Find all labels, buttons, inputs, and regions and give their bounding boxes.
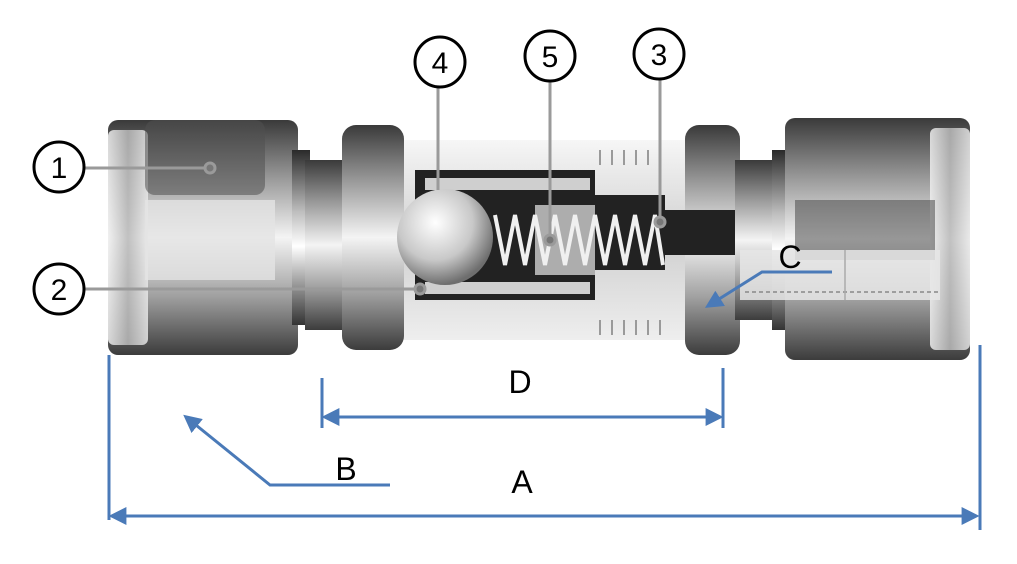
right-nut-face — [930, 128, 970, 350]
center-hex-left — [342, 125, 404, 350]
dimension-c-leader — [704, 270, 832, 308]
dimension-a-label: A — [511, 464, 533, 500]
dimension-c-label: C — [778, 239, 801, 275]
callout-2: 2 — [32, 262, 86, 316]
cavity-lining-top — [425, 178, 590, 190]
ball-icon — [397, 189, 493, 285]
callout-1-label: 1 — [51, 152, 68, 185]
dimension-d-label: D — [508, 364, 531, 400]
spring-icon — [493, 214, 665, 266]
left-nut-face — [108, 130, 148, 345]
dimension-d — [320, 368, 725, 428]
dimension-b-label: B — [335, 451, 356, 487]
callout-5: 5 — [523, 29, 577, 83]
callout-5-label: 5 — [542, 41, 559, 74]
fitting-body — [108, 118, 970, 360]
left-nut-flat-mid — [145, 200, 275, 280]
callout-4-label: 4 — [432, 47, 449, 80]
callout-3: 3 — [632, 27, 686, 81]
callout-3-label: 3 — [651, 39, 668, 72]
callout-2-label: 2 — [51, 274, 68, 307]
dimension-b-leader — [183, 414, 390, 487]
dimension-a — [107, 345, 982, 530]
cavity-lining-bottom — [425, 282, 590, 294]
callout-4: 4 — [413, 35, 467, 89]
callout-leaders — [84, 76, 667, 296]
left-nut-flat-top — [145, 120, 265, 195]
callout-1: 1 — [32, 140, 86, 194]
